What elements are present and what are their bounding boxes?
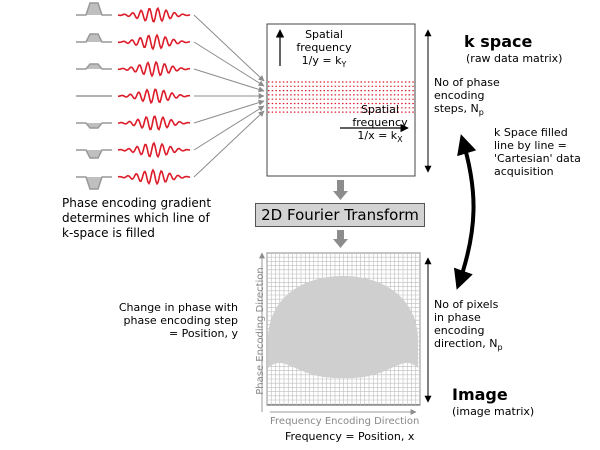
phase-steps-label: No of phase encoding steps, Np — [434, 76, 500, 119]
fourier-transform-box: 2D Fourier Transform — [255, 203, 425, 227]
filling-note-line-3: 'Cartesian' data — [494, 152, 581, 165]
gradient-caption-line-2: determines which line of — [62, 211, 210, 225]
convergence-arrow — [193, 14, 265, 82]
gradient-waveform — [76, 33, 112, 43]
signal-wave — [117, 88, 191, 105]
signal-wave — [117, 33, 191, 51]
ky-label-line-2: frequency — [296, 41, 352, 54]
image-title: Image — [452, 385, 508, 404]
pixels-note-line-4: direction, Np — [434, 337, 503, 353]
gradient-caption-line-3: k-space is filled — [62, 226, 155, 240]
converging-arrows — [193, 14, 265, 178]
kx-label: Spatial frequency 1/x = kX — [350, 103, 410, 146]
filling-note-line-4: acquisition — [494, 165, 554, 178]
phase-encoding-gradients — [76, 2, 112, 190]
transform-down-arrow-top — [333, 180, 348, 200]
phase-change-line-1: Change in phase with — [118, 301, 238, 314]
gradient-waveform — [76, 63, 112, 70]
ky-label-line-1: Spatial — [305, 28, 343, 41]
gradient-waveform — [76, 122, 112, 129]
convergence-arrow — [193, 99, 265, 124]
pixels-note-line-3: encoding — [434, 324, 485, 337]
gradient-waveform — [76, 176, 112, 190]
kspace-to-image-curved-arrow — [453, 134, 477, 290]
kx-label-line-2: frequency — [352, 116, 408, 129]
filling-note: k Space filled line by line = 'Cartesian… — [494, 126, 581, 178]
pixels-note-line-1: No of pixels — [434, 298, 499, 311]
convergence-arrow — [193, 110, 265, 178]
phase-change-line-3: = Position, y — [168, 327, 238, 340]
signal-wave — [117, 6, 191, 23]
phase-change-note: Change in phase with phase encoding step… — [110, 301, 238, 340]
kspace-matrix — [266, 23, 416, 177]
signal-wave — [117, 115, 191, 131]
kspace-title: k space — [464, 32, 533, 51]
phase-direction-label: Phase Encoding Direction — [255, 267, 266, 395]
phase-change-line-2: phase encoding step — [123, 314, 239, 327]
signal-waveforms — [117, 6, 191, 186]
gradient-caption: Phase encoding gradient determines which… — [62, 196, 211, 241]
phase-steps-line-2: encoding — [434, 89, 485, 102]
frequency-direction-label: Frequency Encoding Direction — [270, 416, 420, 427]
convergence-arrow — [193, 68, 265, 93]
filling-note-line-1: k Space filled — [494, 126, 568, 139]
pixels-note-line-2: in phase — [434, 311, 481, 324]
signal-wave — [117, 168, 191, 186]
convergence-arrow — [193, 105, 265, 151]
phase-steps-line-1: No of phase — [434, 76, 500, 89]
filling-note-line-2: line by line = — [494, 139, 567, 152]
ky-label: Spatial frequency 1/y = kY — [284, 28, 364, 71]
convergence-arrow — [193, 41, 265, 87]
kx-label-line-1: Spatial — [361, 103, 399, 116]
kx-label-line-3: 1/x = kX — [357, 129, 403, 145]
image-object-shape — [268, 276, 418, 379]
transform-down-arrow-bottom — [333, 230, 348, 248]
signal-wave — [117, 141, 191, 159]
image-subtitle: (image matrix) — [452, 405, 535, 418]
kspace-subtitle: (raw data matrix) — [466, 52, 563, 65]
phase-steps-line-3: steps, Np — [434, 102, 484, 118]
frequency-position-label: Frequency = Position, x — [285, 430, 415, 443]
gradient-caption-line-1: Phase encoding gradient — [62, 196, 212, 210]
gradient-waveform — [76, 2, 112, 16]
ky-label-line-3: 1/y = kY — [301, 54, 347, 70]
pixels-note: No of pixels in phase encoding direction… — [434, 298, 503, 354]
gradient-waveform — [76, 149, 112, 159]
signal-wave — [117, 60, 191, 78]
